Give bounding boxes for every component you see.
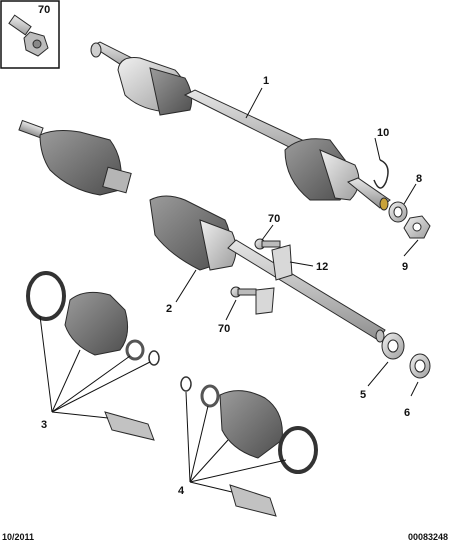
clamp-3-large (26, 271, 66, 321)
grease-sachet-4 (229, 484, 277, 517)
bracket-12-upper (271, 244, 293, 281)
bracket-12-lower (255, 287, 275, 315)
washer-8 (388, 201, 408, 223)
driveshaft-2 (149, 195, 386, 343)
callout-3: 3 (41, 419, 47, 431)
footer-date: 10/2011 (2, 532, 34, 542)
callout-70-inset: 70 (38, 4, 50, 16)
leader-lines (39, 87, 419, 493)
boot-4 (219, 390, 283, 459)
bolt-70-upper (254, 238, 281, 250)
callout-8: 8 (416, 173, 422, 185)
circlip-3 (148, 350, 160, 366)
boot-kit-3 (26, 271, 160, 441)
callout-5: 5 (360, 389, 366, 401)
clamp-4-small (200, 384, 220, 408)
boot-kit-4 (180, 376, 318, 517)
nut-9 (403, 215, 431, 239)
bolt-70-icon (8, 14, 49, 57)
circlip-4 (180, 376, 192, 392)
callout-6: 6 (404, 407, 410, 419)
bolt-70-lower (230, 286, 257, 298)
clamp-3-small (125, 339, 145, 361)
callout-10: 10 (377, 127, 389, 139)
callout-12: 12 (316, 261, 328, 273)
grease-sachet-3 (104, 411, 155, 441)
inset-bolt-box: 70 (0, 0, 60, 69)
callout-4: 4 (178, 485, 185, 497)
inboard-joint-left (18, 119, 132, 196)
footer-reference: 00083248 (408, 532, 448, 542)
callout-9: 9 (402, 261, 408, 273)
callout-70-lower: 70 (218, 323, 230, 335)
clamp-4-large (278, 426, 318, 474)
driveshaft-1 (90, 41, 391, 211)
callout-70-upper: 70 (268, 213, 280, 225)
seal-5 (381, 332, 405, 360)
callout-1: 1 (263, 75, 269, 87)
pin-10 (373, 159, 389, 189)
boot-3 (64, 291, 129, 356)
ring-6 (409, 353, 431, 379)
callout-2: 2 (166, 303, 172, 315)
